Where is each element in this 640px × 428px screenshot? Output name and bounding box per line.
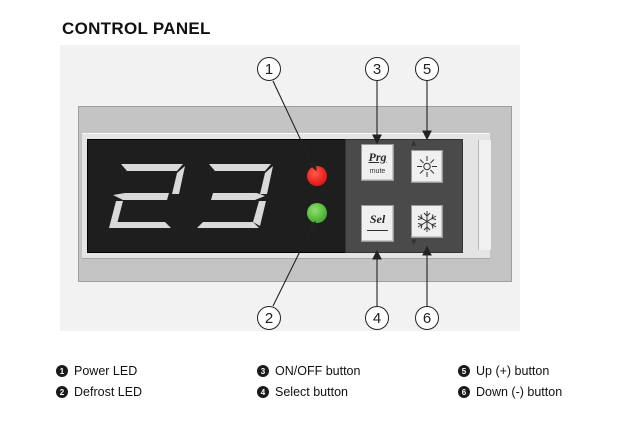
controller-bezel-end bbox=[478, 140, 491, 250]
segment bbox=[109, 222, 171, 228]
legend-number: 6 bbox=[458, 386, 470, 398]
legend-item-up-button: 5 Up (+) button bbox=[458, 364, 549, 378]
segment bbox=[197, 222, 259, 228]
legend-number: 2 bbox=[56, 386, 68, 398]
down-arrow-icon: ▼ bbox=[411, 238, 417, 246]
callout-2: 2 bbox=[257, 306, 281, 330]
legend-text: Down (-) button bbox=[476, 385, 563, 399]
prg-mute-button[interactable]: Prg mute bbox=[361, 144, 394, 181]
seven-segment-readout bbox=[109, 164, 273, 228]
legend-text: Defrost LED bbox=[74, 385, 143, 399]
legend-item-power-led: 1 Power LED bbox=[56, 364, 137, 378]
segment bbox=[121, 164, 183, 171]
sel-button[interactable]: Sel bbox=[361, 205, 394, 242]
legend-number: 3 bbox=[257, 365, 269, 377]
segment bbox=[253, 201, 266, 226]
legend-number: 1 bbox=[56, 365, 68, 377]
legend-number: 4 bbox=[257, 386, 269, 398]
segment bbox=[109, 201, 123, 228]
keypad-panel bbox=[345, 139, 463, 253]
legend-text: Select button bbox=[275, 385, 348, 399]
prg-label: Prg bbox=[368, 150, 387, 164]
up-arrow-icon: ▲ bbox=[411, 139, 417, 147]
legend-text: Up (+) button bbox=[476, 364, 550, 378]
snowflake-icon bbox=[417, 211, 437, 232]
callout-5: 5 bbox=[415, 57, 439, 81]
legend-number: 5 bbox=[458, 365, 470, 377]
legend-text: ON/OFF button bbox=[275, 364, 361, 378]
sel-underline bbox=[367, 230, 388, 231]
power-led bbox=[307, 166, 327, 186]
callout-1: 1 bbox=[257, 57, 281, 81]
callout-4: 4 bbox=[365, 306, 389, 330]
segment bbox=[260, 166, 273, 194]
page-title: CONTROL PANEL bbox=[62, 19, 211, 38]
sel-label: Sel bbox=[369, 212, 386, 226]
segment bbox=[172, 166, 185, 194]
legend-item-on-off-button: 3 ON/OFF button bbox=[257, 364, 360, 378]
down-button[interactable] bbox=[411, 205, 443, 238]
legend-item-select-button: 4 Select button bbox=[257, 385, 348, 399]
callout-3: 3 bbox=[365, 57, 389, 81]
legend-text: Power LED bbox=[74, 364, 138, 378]
callout-6: 6 bbox=[415, 306, 439, 330]
sun-icon bbox=[417, 156, 437, 177]
segment bbox=[211, 193, 265, 200]
segment bbox=[113, 193, 169, 200]
up-button[interactable] bbox=[411, 150, 443, 183]
mute-label: mute bbox=[369, 168, 386, 175]
legend-item-down-button: 6 Down (-) button bbox=[458, 385, 562, 399]
segment bbox=[209, 164, 271, 171]
defrost-led bbox=[307, 203, 327, 223]
legend-item-defrost-led: 2 Defrost LED bbox=[56, 385, 142, 399]
